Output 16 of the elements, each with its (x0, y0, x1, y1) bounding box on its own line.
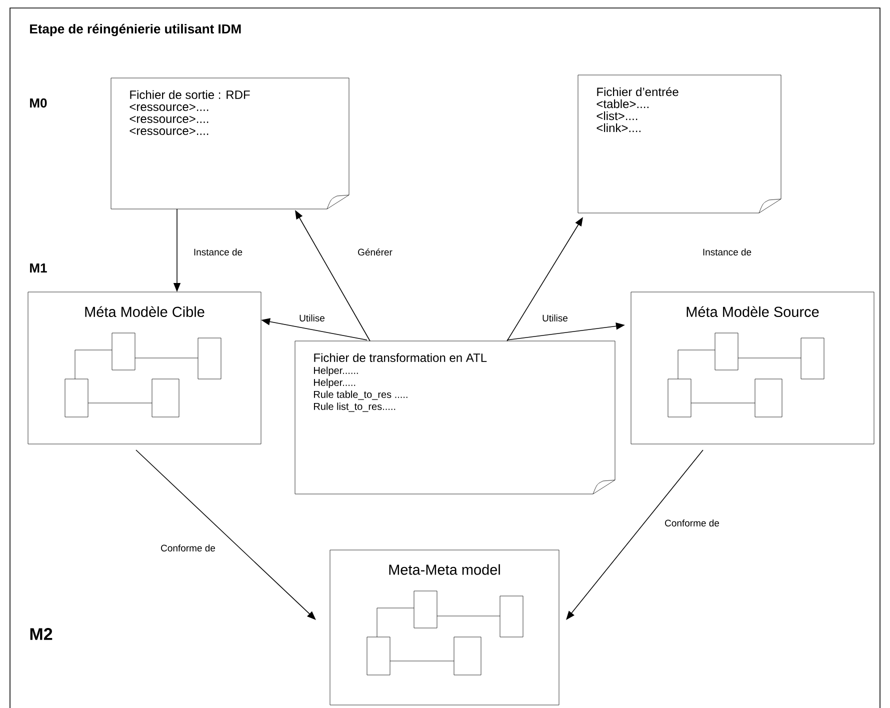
level-label: M1 (30, 264, 47, 272)
model-box: Méta Modèle Source (630, 292, 874, 444)
edge-label: Conforme de (160, 544, 216, 552)
arrow (136, 450, 316, 620)
model-box: Meta-Meta model (330, 550, 560, 706)
edge-label: Instance de (192, 248, 244, 256)
level-label: M2 (30, 628, 52, 640)
level-label: M0 (30, 98, 47, 108)
edge-label: Utilise (298, 314, 326, 322)
edge-label: Générer (356, 247, 394, 257)
model-box: Méta Modèle Cible (28, 292, 262, 444)
arrow (566, 450, 704, 620)
edge-label: Conforme de (664, 518, 720, 528)
note-label: Instance de (703, 248, 752, 256)
edge-label: Utilise (541, 314, 569, 322)
title: Etape de réingénierie utilisant IDM (30, 24, 241, 36)
